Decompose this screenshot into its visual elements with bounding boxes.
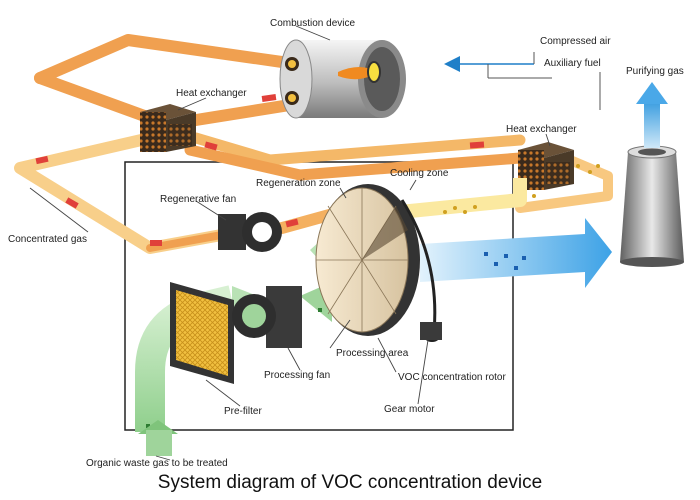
regenerative-fan — [218, 212, 282, 252]
label-processing-fan: Processing fan — [264, 370, 330, 381]
cooling-air-duct — [399, 164, 600, 219]
heat-exchanger-left — [140, 104, 196, 152]
label-auxiliary-fuel: Auxiliary fuel — [544, 58, 601, 69]
label-concentrated-gas: Concentrated gas — [8, 234, 87, 245]
label-regenerative-fan: Regenerative fan — [160, 194, 236, 205]
pre-filter — [170, 282, 234, 384]
clean-gas-arrow — [420, 218, 612, 288]
waste-gas-inlet-duct — [146, 430, 172, 456]
label-organic-waste-gas: Organic waste gas to be treated — [86, 458, 228, 469]
label-purifying-gas: Purifying gas — [626, 66, 684, 77]
label-heat-exchanger-right: Heat exchanger — [506, 124, 577, 135]
label-regeneration-zone: Regeneration zone — [256, 178, 341, 189]
hot-duct-network — [34, 34, 613, 213]
compressed-air-arrow — [444, 52, 552, 79]
label-pre-filter: Pre-filter — [224, 406, 262, 417]
enclosure-frame — [124, 161, 514, 431]
diagram-caption: System diagram of VOC concentration devi… — [157, 472, 543, 493]
heat-exchanger-right — [518, 142, 574, 190]
gear-motor — [420, 322, 442, 340]
label-processing-area: Processing area — [336, 348, 409, 359]
voc-concentration-rotor — [315, 184, 442, 342]
processing-fan — [232, 286, 302, 348]
label-heat-exchanger-left: Heat exchanger — [176, 88, 247, 99]
label-compressed-air: Compressed air — [540, 36, 611, 47]
label-gear-motor: Gear motor — [384, 404, 435, 415]
label-cooling-zone: Cooling zone — [390, 168, 449, 179]
combustion-device — [279, 39, 406, 119]
duct-flow-markers — [35, 94, 485, 246]
label-voc-concentration-rotor: VOC concentration rotor — [398, 372, 506, 383]
leader-lines — [29, 25, 601, 461]
purifying-gas-arrow — [636, 82, 668, 148]
exhaust-stack — [620, 145, 684, 267]
label-combustion-device: Combustion device — [270, 18, 355, 29]
